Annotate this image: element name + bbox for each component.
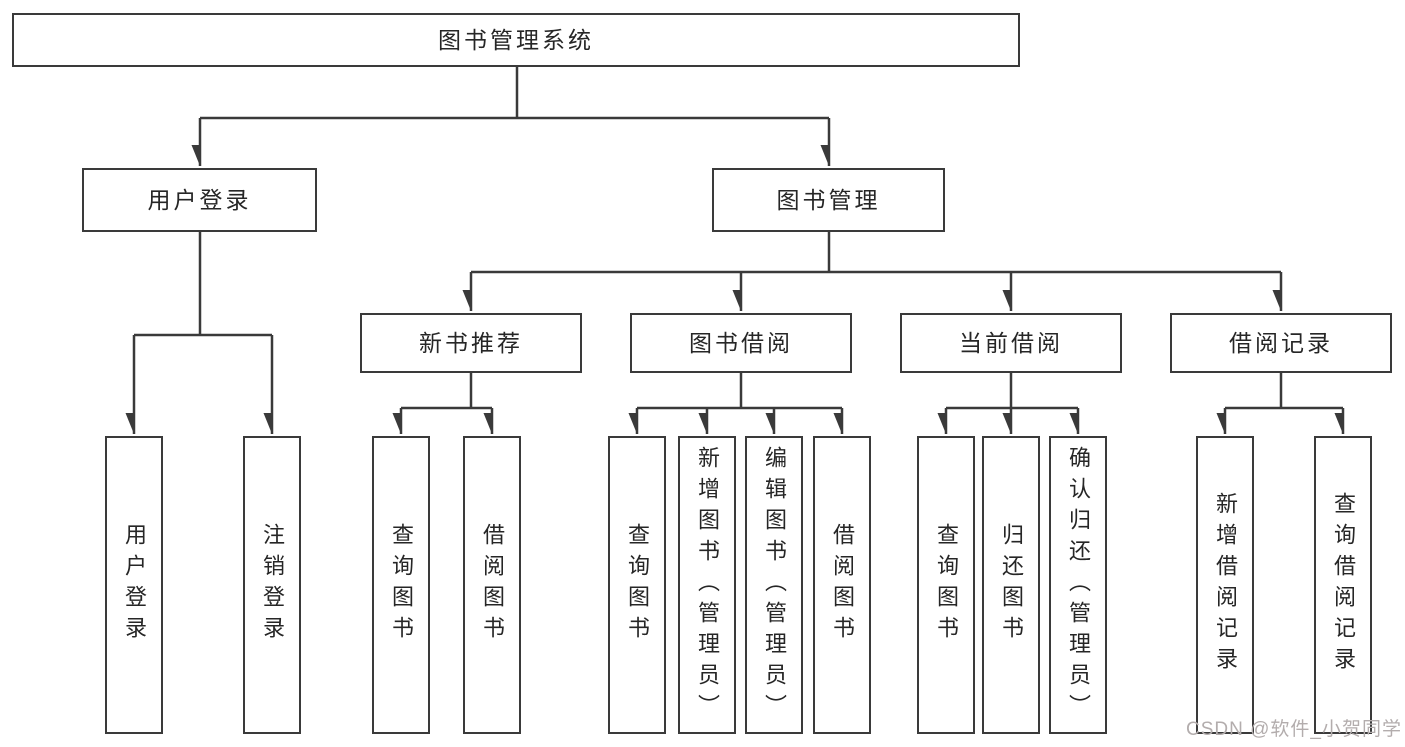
node-new-book-recommendation: 新书推荐 bbox=[360, 313, 582, 373]
leaf-borrow-books-1: 借阅图书 bbox=[463, 436, 521, 734]
leaf-borrow-books-2: 借阅图书 bbox=[813, 436, 871, 734]
leaf-label: 查询图书 bbox=[934, 523, 959, 647]
leaf-label: 查询借阅记录 bbox=[1331, 492, 1356, 678]
node-label: 借阅记录 bbox=[1229, 329, 1333, 356]
leaf-edit-books-admin: 编辑图书（管理员） bbox=[745, 436, 803, 734]
node-library-management-system: 图书管理系统 bbox=[12, 13, 1020, 67]
leaf-label: 查询图书 bbox=[625, 523, 650, 647]
leaf-query-books-3: 查询图书 bbox=[917, 436, 975, 734]
node-label: 图书管理 bbox=[776, 186, 881, 213]
leaf-query-books-2: 查询图书 bbox=[608, 436, 666, 734]
leaf-label: 借阅图书 bbox=[830, 523, 855, 647]
leaf-label: 用户登录 bbox=[122, 523, 147, 647]
node-user-login: 用户登录 bbox=[82, 168, 317, 232]
leaf-add-borrow-record: 新增借阅记录 bbox=[1196, 436, 1254, 734]
leaf-logout: 注销登录 bbox=[243, 436, 301, 734]
node-label: 新书推荐 bbox=[419, 329, 523, 356]
node-label: 图书管理系统 bbox=[438, 26, 594, 53]
leaf-query-borrow-record: 查询借阅记录 bbox=[1314, 436, 1372, 734]
leaf-label: 归还图书 bbox=[999, 523, 1024, 647]
leaf-label: 借阅图书 bbox=[480, 523, 505, 647]
csdn-watermark: CSDN @软件_小贺同学 bbox=[1186, 719, 1402, 740]
leaf-label: 新增借阅记录 bbox=[1213, 492, 1238, 678]
node-book-management: 图书管理 bbox=[712, 168, 945, 232]
leaf-user-login: 用户登录 bbox=[105, 436, 163, 734]
leaf-label: 编辑图书（管理员） bbox=[762, 445, 787, 725]
leaf-label: 查询图书 bbox=[389, 523, 414, 647]
node-borrowing-records: 借阅记录 bbox=[1170, 313, 1392, 373]
node-label: 用户登录 bbox=[147, 186, 252, 213]
node-current-borrowing: 当前借阅 bbox=[900, 313, 1122, 373]
leaf-query-books-1: 查询图书 bbox=[372, 436, 430, 734]
node-label: 图书借阅 bbox=[689, 329, 793, 356]
node-book-borrowing: 图书借阅 bbox=[630, 313, 852, 373]
leaf-label: 新增图书（管理员） bbox=[695, 445, 720, 725]
leaf-label: 注销登录 bbox=[260, 523, 285, 647]
leaf-return-books: 归还图书 bbox=[982, 436, 1040, 734]
leaf-label: 确认归还（管理员） bbox=[1066, 445, 1091, 725]
leaf-add-books-admin: 新增图书（管理员） bbox=[678, 436, 736, 734]
node-label: 当前借阅 bbox=[959, 329, 1063, 356]
leaf-confirm-return-admin: 确认归还（管理员） bbox=[1049, 436, 1107, 734]
